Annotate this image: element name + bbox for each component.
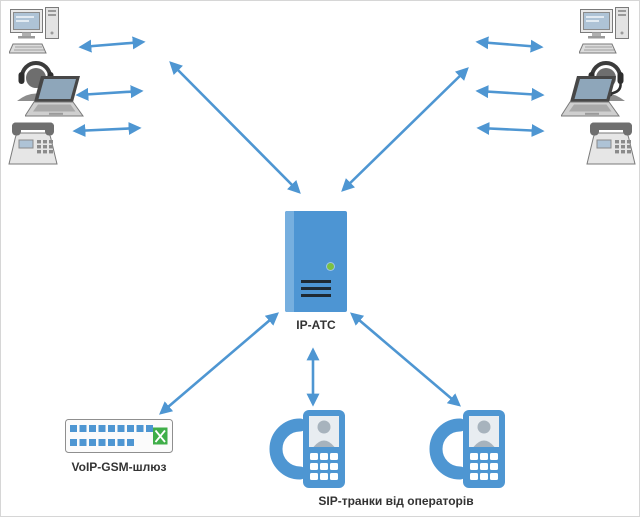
sip-trunks-label: SIP-транки від операторів bbox=[318, 494, 474, 508]
power-led-indicator bbox=[327, 263, 334, 270]
laptop-icon-left bbox=[24, 75, 91, 123]
ip-pbx-server bbox=[285, 211, 347, 312]
desktop-pc-icon-right bbox=[578, 6, 633, 62]
arrow-right-middle bbox=[475, 85, 545, 101]
arrow-left-bottom bbox=[72, 121, 142, 138]
sip-phone-icon-right bbox=[429, 407, 507, 491]
desk-phone-icon-left bbox=[7, 121, 59, 165]
server-edge-highlight bbox=[285, 211, 294, 312]
arrow-right-bottom bbox=[476, 122, 545, 137]
gateway-label: VoIP-GSM-шлюз bbox=[71, 460, 167, 474]
sip-phone-icon-center bbox=[269, 407, 347, 491]
arrow-server-to-sip-right bbox=[350, 312, 461, 407]
desk-phone-icon-right bbox=[585, 121, 637, 165]
arrow-right-top bbox=[475, 36, 544, 53]
desktop-pc-icon-left bbox=[8, 6, 63, 62]
server-vent-lines bbox=[301, 276, 331, 301]
server-label: IP-АТС bbox=[296, 318, 336, 332]
arrow-left-cluster-to-server bbox=[169, 61, 301, 194]
voip-gsm-gateway-icon bbox=[65, 419, 173, 453]
arrow-left-top bbox=[78, 36, 146, 53]
arrow-server-to-gateway bbox=[159, 312, 279, 415]
laptop-icon-right bbox=[560, 75, 627, 123]
arrow-right-cluster-to-server bbox=[341, 67, 469, 192]
